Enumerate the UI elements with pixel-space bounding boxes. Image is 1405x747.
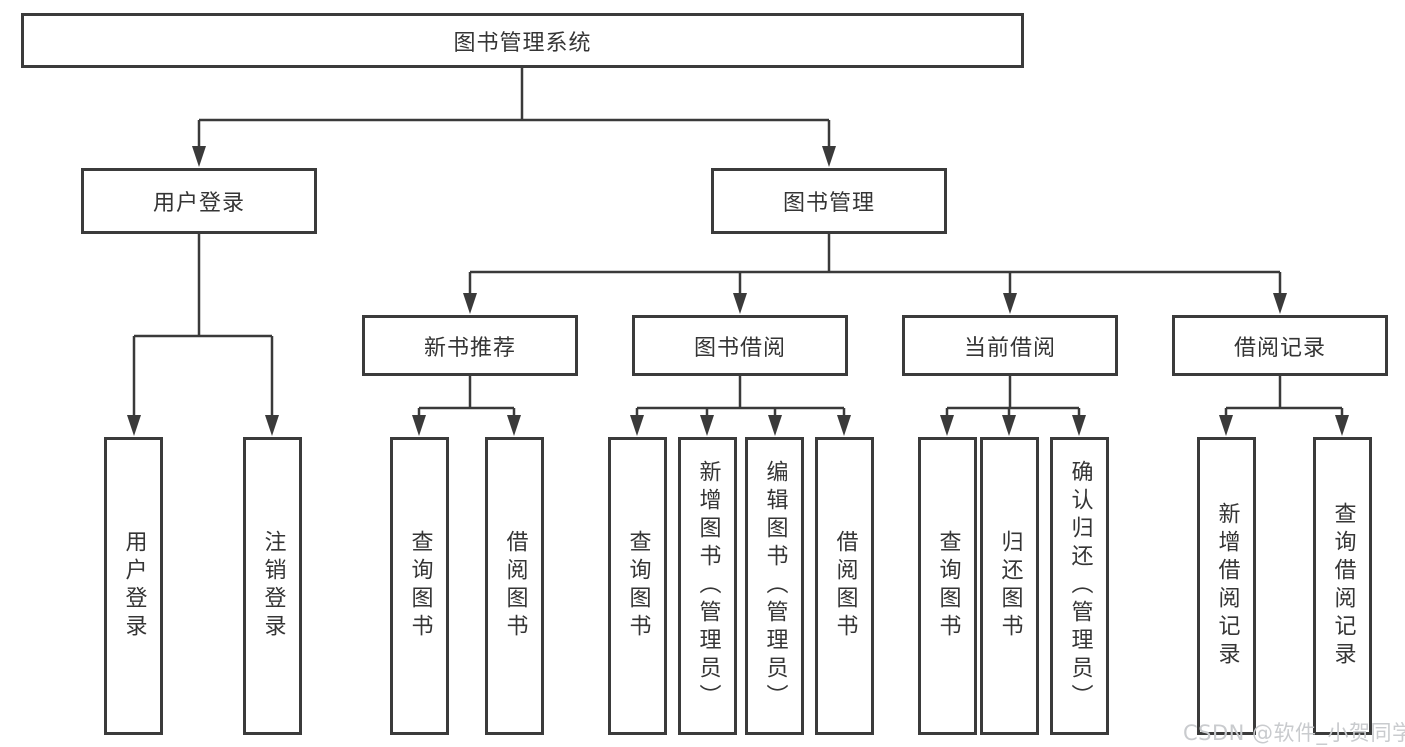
leaf-borrow-books-1-label: 借阅图书	[502, 530, 528, 642]
leaf-query-books-1: 查询图书	[390, 437, 449, 735]
leaf-confirm-return-admin-label: 确认归还（管理员）	[1067, 460, 1093, 712]
leaf-edit-book-admin-label: 编辑图书（管理员）	[762, 460, 788, 712]
connector-borrow-to-leaves	[635, 376, 846, 417]
node-user-login-branch: 用户登录	[81, 168, 317, 234]
leaf-return-book: 归还图书	[980, 437, 1039, 735]
leaf-query-books-3-label: 查询图书	[935, 530, 961, 642]
leaf-add-book-admin: 新增图书（管理员）	[678, 437, 737, 735]
leaf-return-book-label: 归还图书	[997, 530, 1023, 642]
leaf-user-login: 用户登录	[104, 437, 163, 735]
node-root: 图书管理系统	[21, 13, 1024, 68]
leaf-borrow-books-1: 借阅图书	[485, 437, 544, 735]
leaf-query-books-2-label: 查询图书	[625, 530, 651, 642]
node-root-label: 图书管理系统	[453, 30, 592, 56]
leaf-user-login-label: 用户登录	[121, 530, 147, 642]
leaf-query-books-3: 查询图书	[918, 437, 977, 735]
connector-userlogin-to-leaves	[132, 234, 274, 417]
node-new-book-recommend: 新书推荐	[362, 315, 578, 376]
leaf-add-borrow-record: 新增借阅记录	[1197, 437, 1256, 735]
node-book-borrow: 图书借阅	[632, 315, 848, 376]
leaf-borrow-books-2-label: 借阅图书	[832, 530, 858, 642]
leaf-borrow-books-2: 借阅图书	[815, 437, 874, 735]
leaf-query-books-1-label: 查询图书	[407, 530, 433, 642]
connector-records-to-leaves	[1224, 376, 1344, 417]
leaf-add-borrow-record-label: 新增借阅记录	[1214, 502, 1240, 670]
node-borrow-records-label: 借阅记录	[1233, 335, 1326, 361]
connector-current-to-leaves	[945, 376, 1081, 417]
leaf-logout-label: 注销登录	[260, 530, 286, 642]
connector-newbooks-to-leaves	[417, 376, 516, 417]
node-book-borrow-label: 图书借阅	[693, 335, 786, 361]
connector-root-to-level2	[197, 68, 831, 148]
node-borrow-records: 借阅记录	[1172, 315, 1388, 376]
node-book-management: 图书管理	[711, 168, 947, 234]
node-user-login-branch-label: 用户登录	[152, 191, 245, 216]
leaf-query-borrow-record: 查询借阅记录	[1313, 437, 1372, 735]
csdn-watermark: CSDN @软件_小贺同学	[1183, 721, 1405, 745]
leaf-edit-book-admin: 编辑图书（管理员）	[745, 437, 804, 735]
arrowheads	[127, 146, 1349, 436]
leaf-query-borrow-record-label: 查询借阅记录	[1330, 502, 1356, 670]
connector-bookmgmt-to-level3	[468, 234, 1282, 295]
node-new-book-recommend-label: 新书推荐	[423, 335, 516, 361]
node-current-borrow: 当前借阅	[902, 315, 1118, 376]
node-current-borrow-label: 当前借阅	[963, 335, 1056, 361]
node-book-management-label: 图书管理	[782, 191, 875, 216]
leaf-add-book-admin-label: 新增图书（管理员）	[695, 460, 721, 712]
leaf-logout: 注销登录	[243, 437, 302, 735]
leaf-confirm-return-admin: 确认归还（管理员）	[1050, 437, 1109, 735]
leaf-query-books-2: 查询图书	[608, 437, 667, 735]
